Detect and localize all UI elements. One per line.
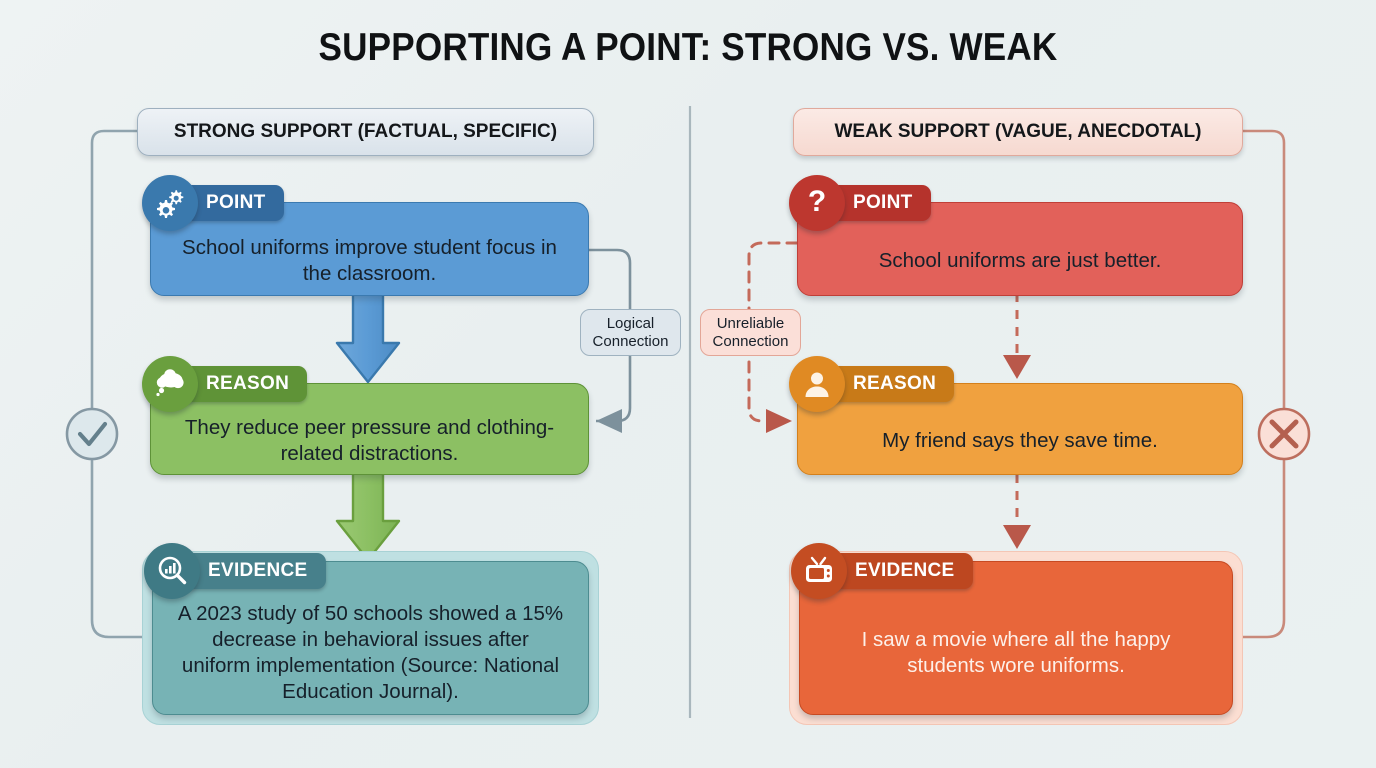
right-bracket-path — [1226, 129, 1286, 639]
left-bracket-path — [90, 129, 152, 639]
question-mark-icon: ? — [789, 175, 845, 231]
logical-connection-label: Logical Connection — [580, 309, 681, 356]
unreliable-arrow-head — [766, 409, 792, 433]
svg-text:?: ? — [808, 186, 826, 218]
thought-cloud-icon — [142, 356, 198, 412]
person-icon — [789, 356, 845, 412]
column-header-weak: WEAK SUPPORT (VAGUE, ANECDOTAL) — [793, 108, 1243, 156]
card-weak-evidence-text: I saw a movie where all the happy studen… — [861, 628, 1171, 677]
card-strong-evidence-text: A 2023 study of 50 schools showed a 15% … — [177, 602, 564, 703]
card-strong-reason-text: They reduce peer pressure and clothing-r… — [184, 416, 555, 465]
unreliable-connection-label: Unreliable Connection — [700, 309, 801, 356]
card-weak-reason[interactable]: My friend says they save time. — [797, 383, 1243, 475]
check-icon-glyph — [77, 421, 108, 447]
x-icon-glyph — [1269, 419, 1299, 449]
dashed-arrowhead-reason — [1003, 355, 1031, 379]
logical-arrow-head — [596, 409, 622, 433]
dashed-arrowhead-evidence — [1003, 525, 1031, 549]
unreliable-connection-line1: Unreliable — [716, 314, 785, 332]
logical-connection-line2: Connection — [592, 332, 669, 350]
arrow-point-to-reason-left — [335, 290, 401, 384]
magnifier-chart-icon — [144, 543, 200, 599]
gears-icon — [142, 175, 198, 231]
logical-connection-line1: Logical — [606, 314, 655, 332]
unreliable-connection-line2: Connection — [712, 332, 789, 350]
page-title: SUPPORTING A POINT: STRONG VS. WEAK — [318, 26, 1058, 69]
card-strong-point-text: School uniforms improve student focus in… — [182, 236, 557, 285]
check-circle-bg — [65, 407, 119, 461]
card-weak-point-text: School uniforms are just better. — [878, 249, 1162, 273]
card-weak-reason-text: My friend says they save time. — [882, 429, 1158, 453]
column-header-strong: STRONG SUPPORT (FACTUAL, SPECIFIC) — [137, 108, 594, 156]
arrow-reason-to-evidence-left — [335, 468, 401, 562]
television-icon — [791, 543, 847, 599]
